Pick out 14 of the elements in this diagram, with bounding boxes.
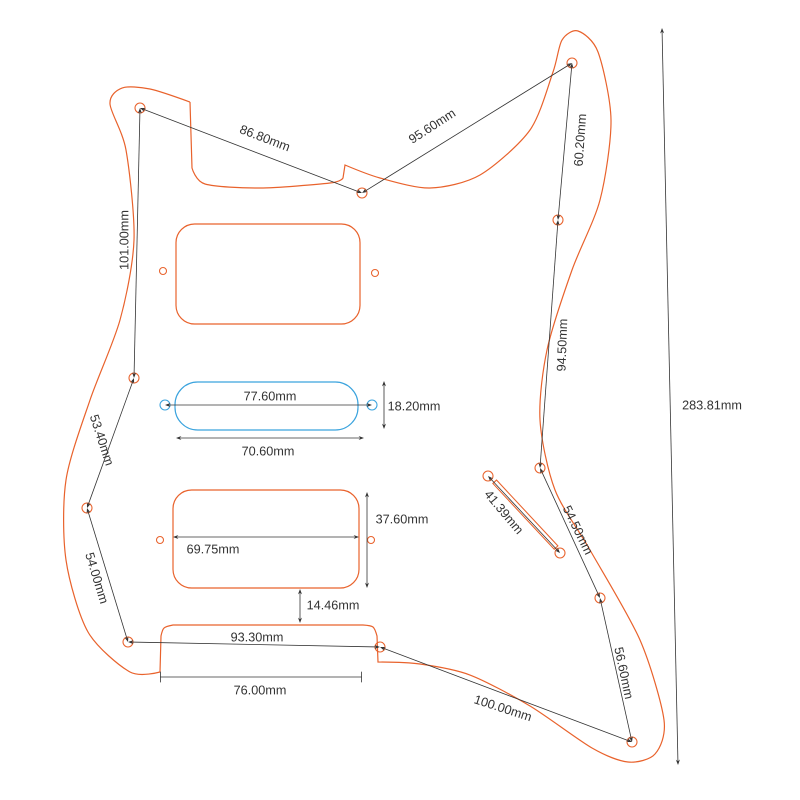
dimension-label: 54.00mm [86,552,106,604]
dimension-label: 56.60mm [614,647,632,699]
dimension-label: 60.20mm [574,114,586,166]
dimension-label: 18.20mm [388,402,440,410]
dimension-label: 94.50mm [556,319,568,371]
dimension-label: 93.30mm [231,632,283,642]
dimension-label: 70.60mm [242,446,294,456]
dimension-label: 69.75mm [187,544,239,554]
dimension-label: 283.81mm [682,400,742,410]
dimension-label: 37.60mm [376,514,428,524]
dimension-label: 76.00mm [234,686,286,694]
dimension-label: 77.60mm [244,392,296,400]
dimension-label: 14.46mm [308,600,359,610]
dimension-label: 101.00mm [120,210,128,269]
